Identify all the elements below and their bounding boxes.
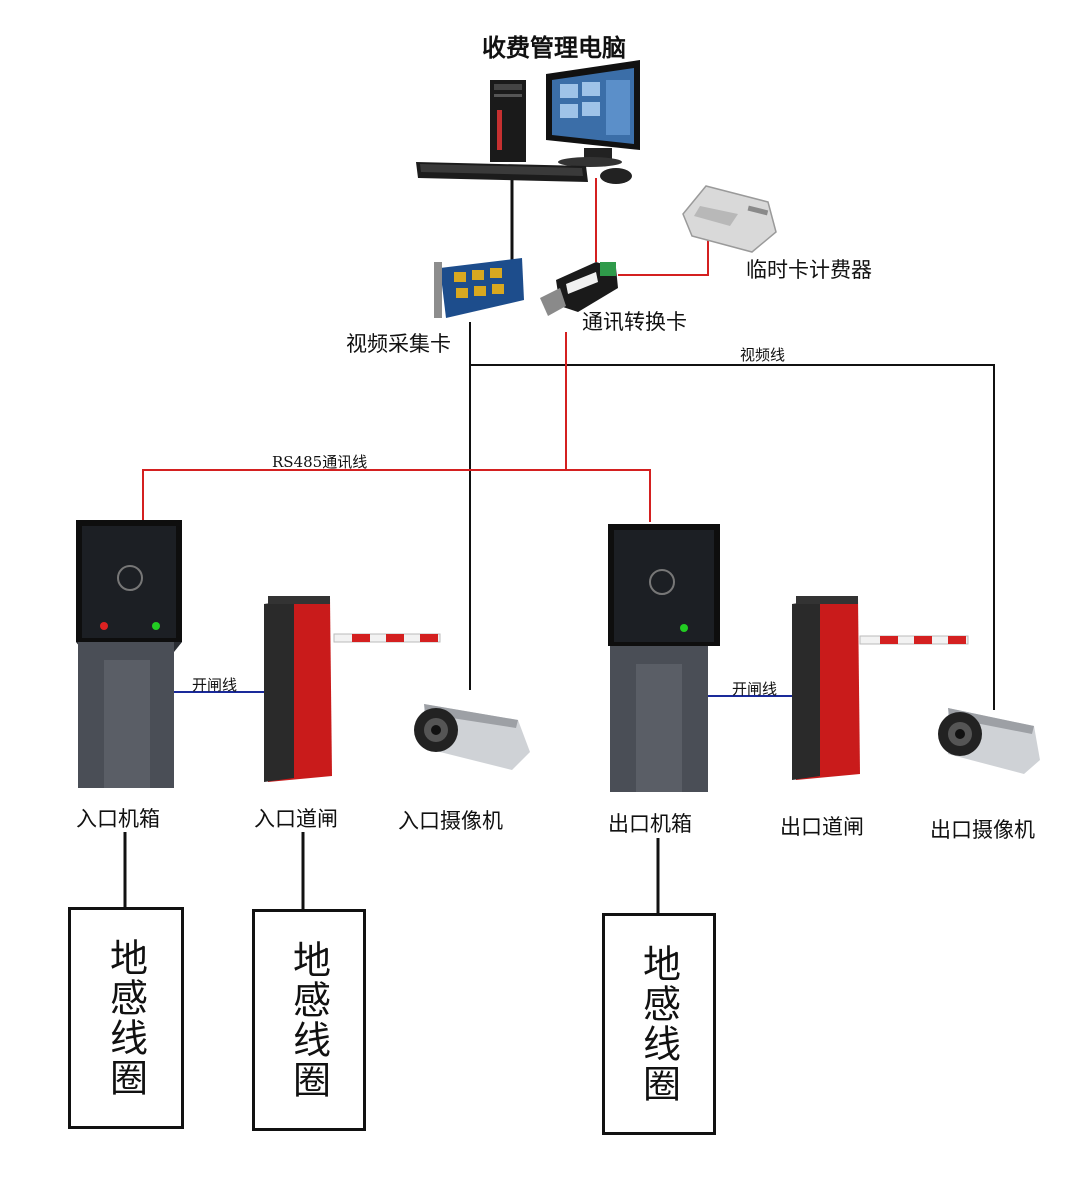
pc-icon xyxy=(416,60,640,184)
video-line-label: 视频线 xyxy=(740,346,786,364)
rs485-line-left xyxy=(142,469,566,522)
entry-camera-icon xyxy=(414,704,530,770)
open-line-entry-label: 开闸线 xyxy=(192,676,238,694)
ground-loop-exit-box: 地感线圈 xyxy=(602,913,716,1135)
card-dispenser-label: 临时卡计费器 xyxy=(746,258,872,282)
entry-cabinet-icon xyxy=(76,520,182,788)
video-card-label: 视频采集卡 xyxy=(346,332,451,356)
ground-loop-entry-box: 地感线圈 xyxy=(68,907,184,1129)
comm-dispenser-line xyxy=(618,240,709,276)
rs485-line-label: RS485通讯线 xyxy=(272,453,368,471)
open-line-exit-label: 开闸线 xyxy=(732,680,778,698)
card-dispenser-icon xyxy=(682,185,777,253)
video-capture-card-icon xyxy=(434,258,524,318)
entry-gate-icon xyxy=(264,596,441,782)
ground-loop-label: 地感线圈 xyxy=(286,940,331,1100)
entry-box-label: 入口机箱 xyxy=(76,807,160,831)
ground-loop-label: 地感线圈 xyxy=(103,938,148,1098)
exit-camera-label: 出口摄像机 xyxy=(930,818,1035,842)
exit-gate-icon xyxy=(792,596,969,780)
entry-camera-label: 入口摄像机 xyxy=(398,809,503,833)
ground-loop-label: 地感线圈 xyxy=(636,944,681,1104)
exit-cabinet-icon xyxy=(608,524,720,792)
exit-camera-icon xyxy=(938,708,1040,774)
video-line-main xyxy=(469,322,995,710)
entry-gate-label: 入口道闸 xyxy=(254,807,338,831)
exit-box-label: 出口机箱 xyxy=(608,812,692,836)
ground-loop-entry-gate: 地感线圈 xyxy=(252,909,366,1131)
comm-card-icon xyxy=(540,262,618,316)
exit-gate-label: 出口道闸 xyxy=(780,815,864,839)
comm-card-label: 通讯转换卡 xyxy=(582,310,687,334)
rs485-line-right xyxy=(566,469,651,522)
pc-label: 收费管理电脑 xyxy=(482,33,626,62)
